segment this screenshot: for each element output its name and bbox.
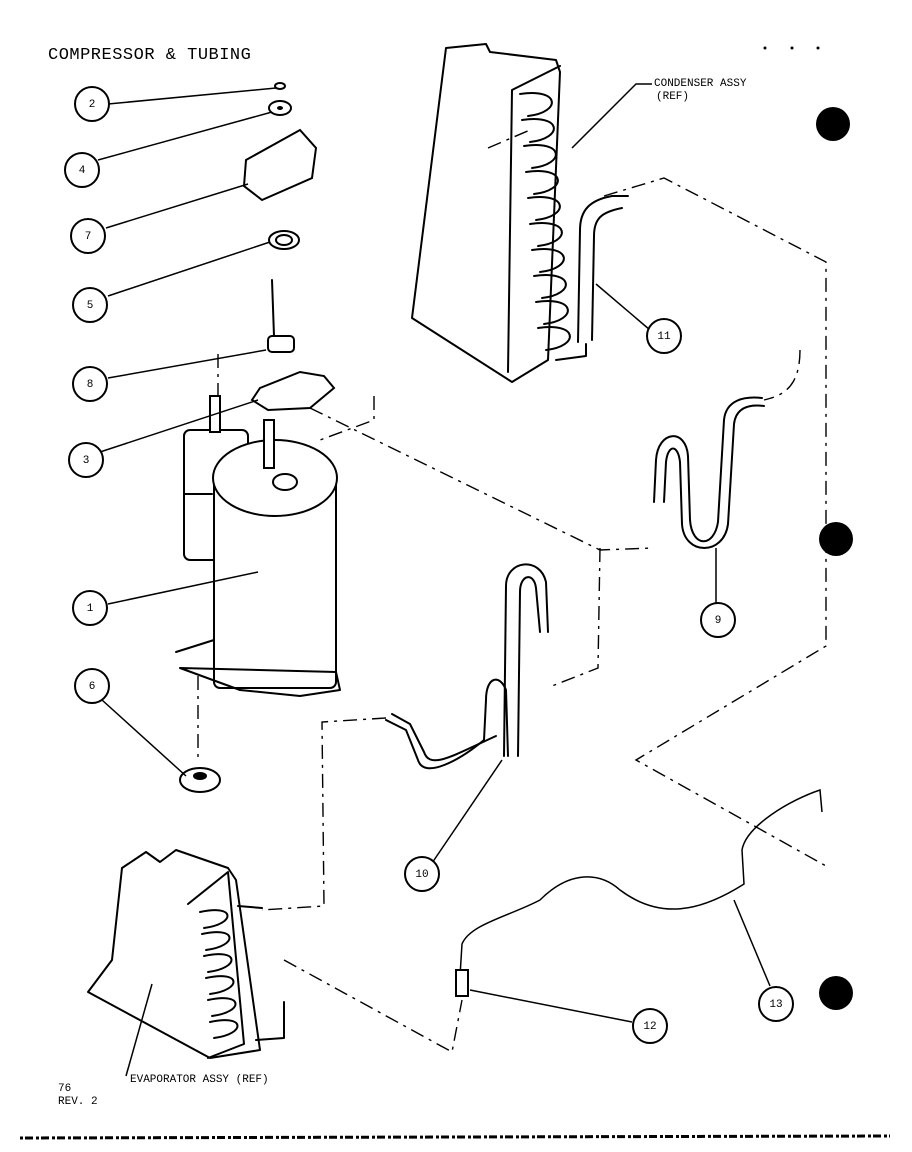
- callout-10: 10: [404, 856, 440, 892]
- svg-text:5: 5: [87, 300, 94, 312]
- evaporator-assembly: [87, 849, 285, 1059]
- svg-text:9: 9: [715, 615, 722, 627]
- callout-8: 8: [72, 366, 108, 402]
- bottom-edge: [19, 1134, 891, 1140]
- revision-label: REV. 2: [58, 1096, 98, 1108]
- svg-text:6: 6: [89, 681, 96, 693]
- evaporator-ref-label: EVAPORATOR ASSY (REF): [130, 1074, 269, 1086]
- svg-text:2: 2: [89, 99, 96, 111]
- callout-3: 3: [68, 442, 104, 478]
- callout-6: 6: [74, 668, 110, 704]
- condenser-ref-label: CONDENSER ASSY: [654, 78, 747, 90]
- binder-hole-top: [816, 107, 850, 141]
- svg-text:1: 1: [87, 603, 94, 615]
- svg-text:3: 3: [83, 455, 90, 467]
- page-number: 76: [58, 1083, 71, 1095]
- callout-5: 5: [72, 287, 108, 323]
- small-parts: [179, 82, 336, 793]
- condenser-ref-sublabel: (REF): [656, 91, 689, 103]
- svg-text:10: 10: [415, 869, 428, 881]
- svg-text:13: 13: [769, 999, 782, 1011]
- leader-lines: [97, 83, 771, 1077]
- corner-dots: [763, 46, 820, 50]
- callout-7: 7: [70, 218, 106, 254]
- binder-hole-middle: [819, 522, 853, 556]
- callout-13: 13: [758, 986, 794, 1022]
- assembly-lines: [197, 177, 827, 1054]
- callout-9: 9: [700, 602, 736, 638]
- tubing: [385, 195, 823, 997]
- svg-text:8: 8: [87, 379, 94, 391]
- callout-11: 11: [646, 318, 682, 354]
- condenser-assembly: [411, 43, 587, 383]
- callout-2: 2: [74, 86, 110, 122]
- compressor: [175, 395, 341, 697]
- binder-hole-bottom: [819, 976, 853, 1010]
- callout-1: 1: [72, 590, 108, 626]
- svg-text:12: 12: [643, 1021, 656, 1033]
- callout-12: 12: [632, 1008, 668, 1044]
- diagram-title: COMPRESSOR & TUBING: [48, 46, 251, 65]
- svg-text:4: 4: [79, 165, 86, 177]
- svg-text:7: 7: [85, 231, 92, 243]
- callout-4: 4: [64, 152, 100, 188]
- svg-text:11: 11: [657, 331, 671, 343]
